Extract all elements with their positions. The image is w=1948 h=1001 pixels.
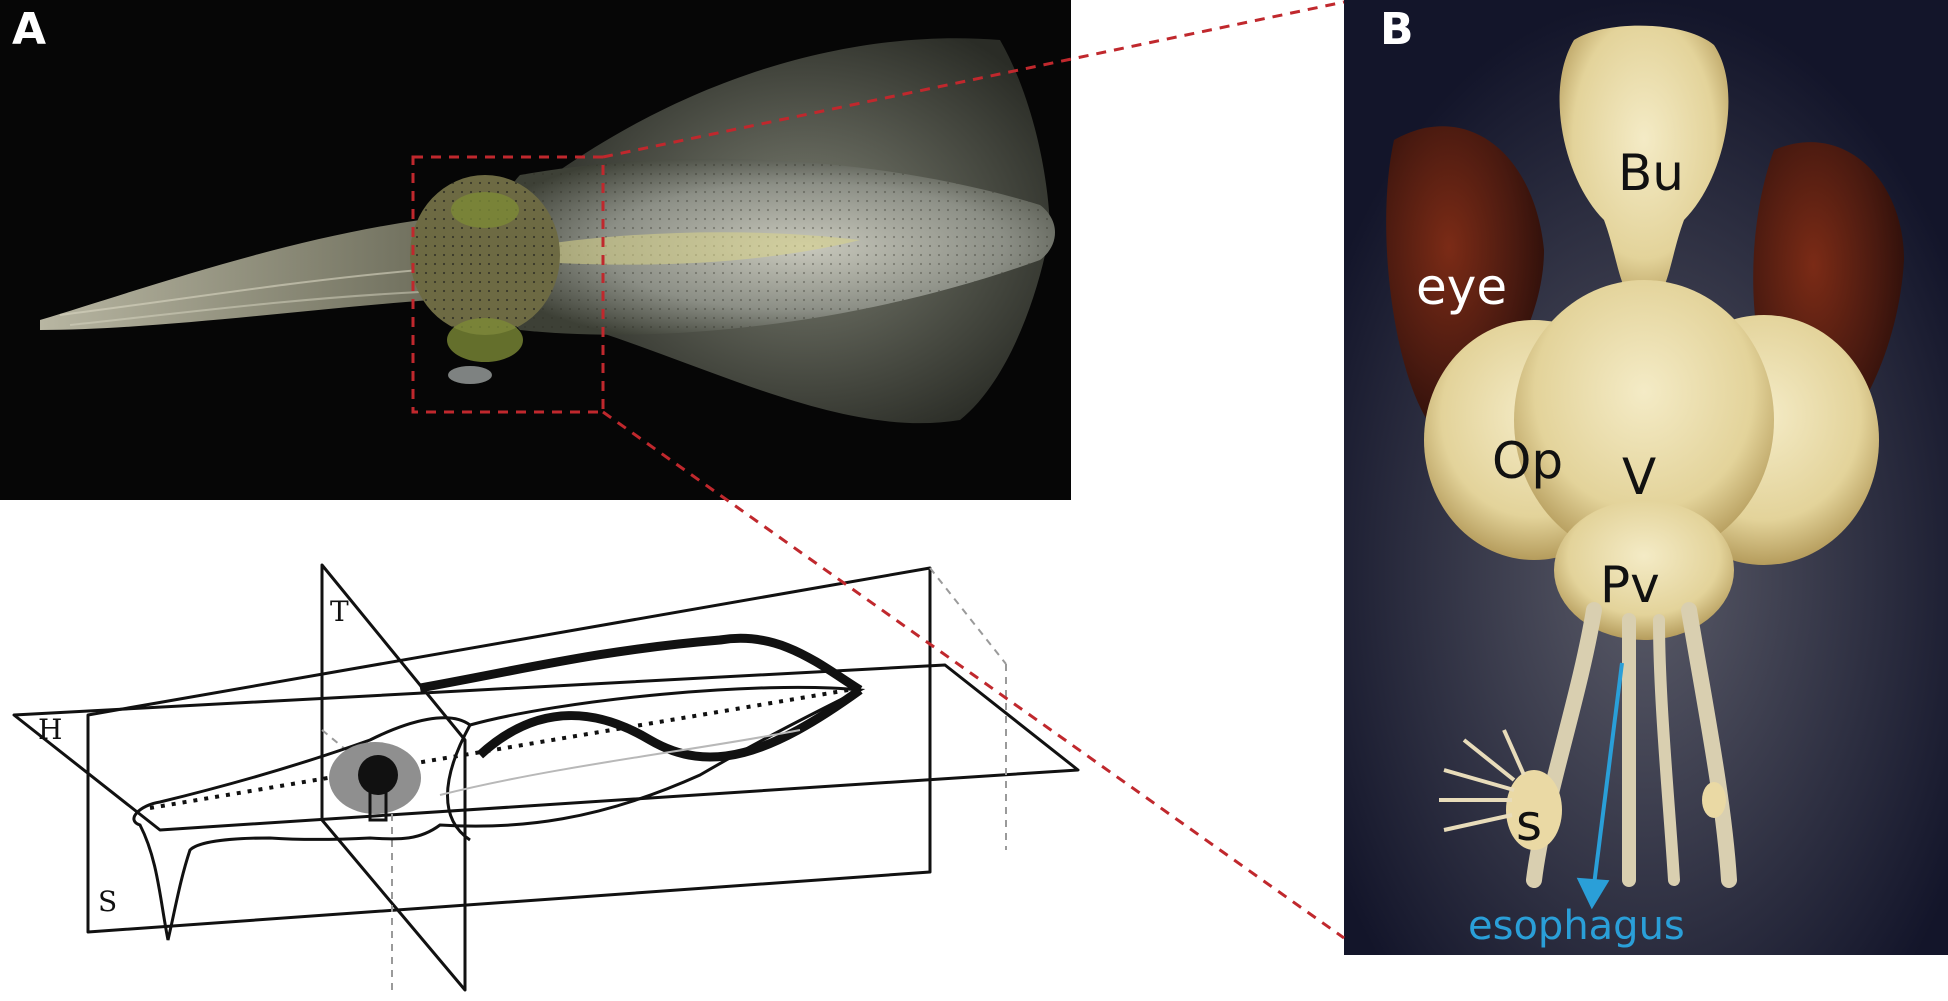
label-stellate: s <box>1516 794 1543 852</box>
squid-outline-diagram <box>12 563 1080 992</box>
squid-photo: A <box>0 0 1071 500</box>
label-pv: Pv <box>1600 556 1660 614</box>
brain-dissection-photo: B Bu eye Op V Pv s esophagus <box>1344 0 1948 955</box>
panel-letter-b: B <box>1380 4 1414 55</box>
plane-label-h: H <box>38 713 63 746</box>
label-optic-lobe: Op <box>1492 432 1564 490</box>
brain-illustration <box>1344 0 1948 955</box>
label-esophagus: esophagus <box>1468 903 1685 949</box>
stellate-ganglion <box>1506 770 1562 850</box>
label-v: V <box>1622 448 1657 506</box>
plane-diagram: T H S <box>0 520 1100 997</box>
panel-letter-a: A <box>12 4 47 55</box>
plane-label-t: T <box>330 595 349 628</box>
buccal-mass <box>1559 25 1729 310</box>
transverse-plane <box>320 563 467 992</box>
sagittal-plane <box>86 566 932 934</box>
label-eye: eye <box>1416 258 1508 316</box>
plane-label-s: S <box>98 885 118 918</box>
label-buccal: Bu <box>1618 144 1684 202</box>
squid-arms <box>40 220 430 330</box>
central-brain <box>1514 280 1774 560</box>
squid-illustration <box>40 38 1055 424</box>
